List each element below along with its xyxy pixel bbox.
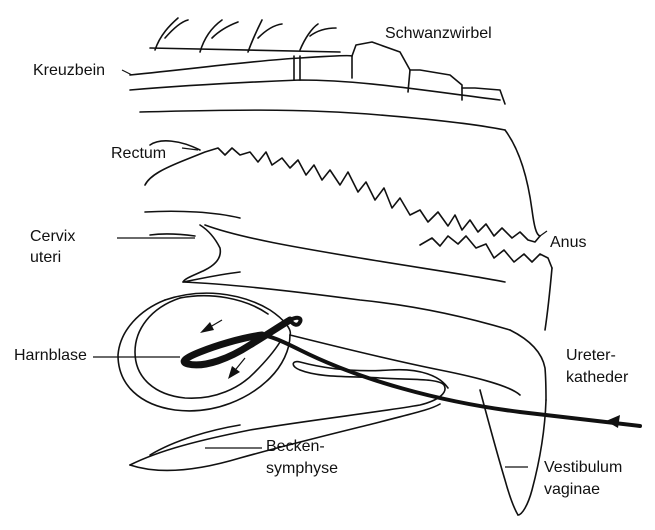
label-ureter-line1: Ureter- <box>566 346 616 365</box>
label-becken-line1: Becken- <box>266 437 325 456</box>
label-schwanzwirbel: Schwanzwirbel <box>385 24 492 43</box>
label-vestibulum-line2: vaginae <box>544 480 600 499</box>
label-cervix-line1: Cervix <box>30 227 75 246</box>
vertebral-processes <box>150 18 340 52</box>
sacrum-and-tail-vertebrae <box>130 42 505 130</box>
label-ureter-line2: katheder <box>566 368 628 387</box>
label-rectum: Rectum <box>111 144 166 163</box>
label-becken-line2: symphyse <box>266 459 338 478</box>
label-vestibulum-line1: Vestibulum <box>544 458 622 477</box>
label-harnblase: Harnblase <box>14 346 87 365</box>
label-kreuzbein: Kreuzbein <box>33 61 105 80</box>
anus <box>420 236 552 330</box>
label-anus: Anus <box>550 233 586 252</box>
label-cervix-line2: uteri <box>30 248 61 267</box>
